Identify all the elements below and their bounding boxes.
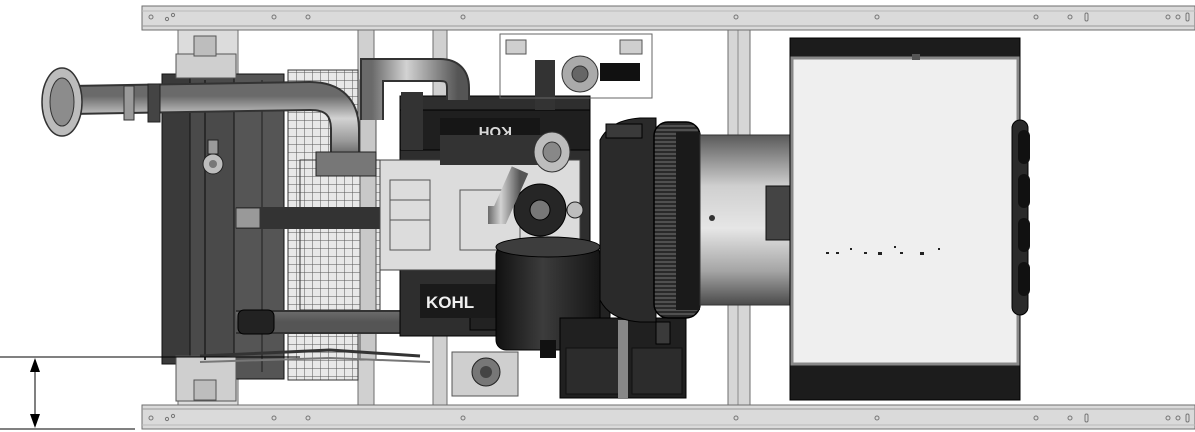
height-dimension-marker: [0, 356, 300, 430]
junction-box: [789, 37, 1030, 401]
frame-rail-bottom: [141, 404, 1195, 430]
alternator-fan: [599, 117, 701, 323]
air-intake-pipe: [41, 67, 377, 177]
alternator-housing: [699, 134, 801, 306]
battery: [559, 317, 687, 399]
arrow-up-icon: [30, 358, 40, 372]
frame-rail-top: [141, 5, 1195, 31]
oil-filter-bracket: [451, 340, 519, 397]
turbo-piping: [360, 33, 653, 224]
engine-brand-front: KOHL: [426, 293, 474, 312]
arrow-down-icon: [30, 414, 40, 428]
